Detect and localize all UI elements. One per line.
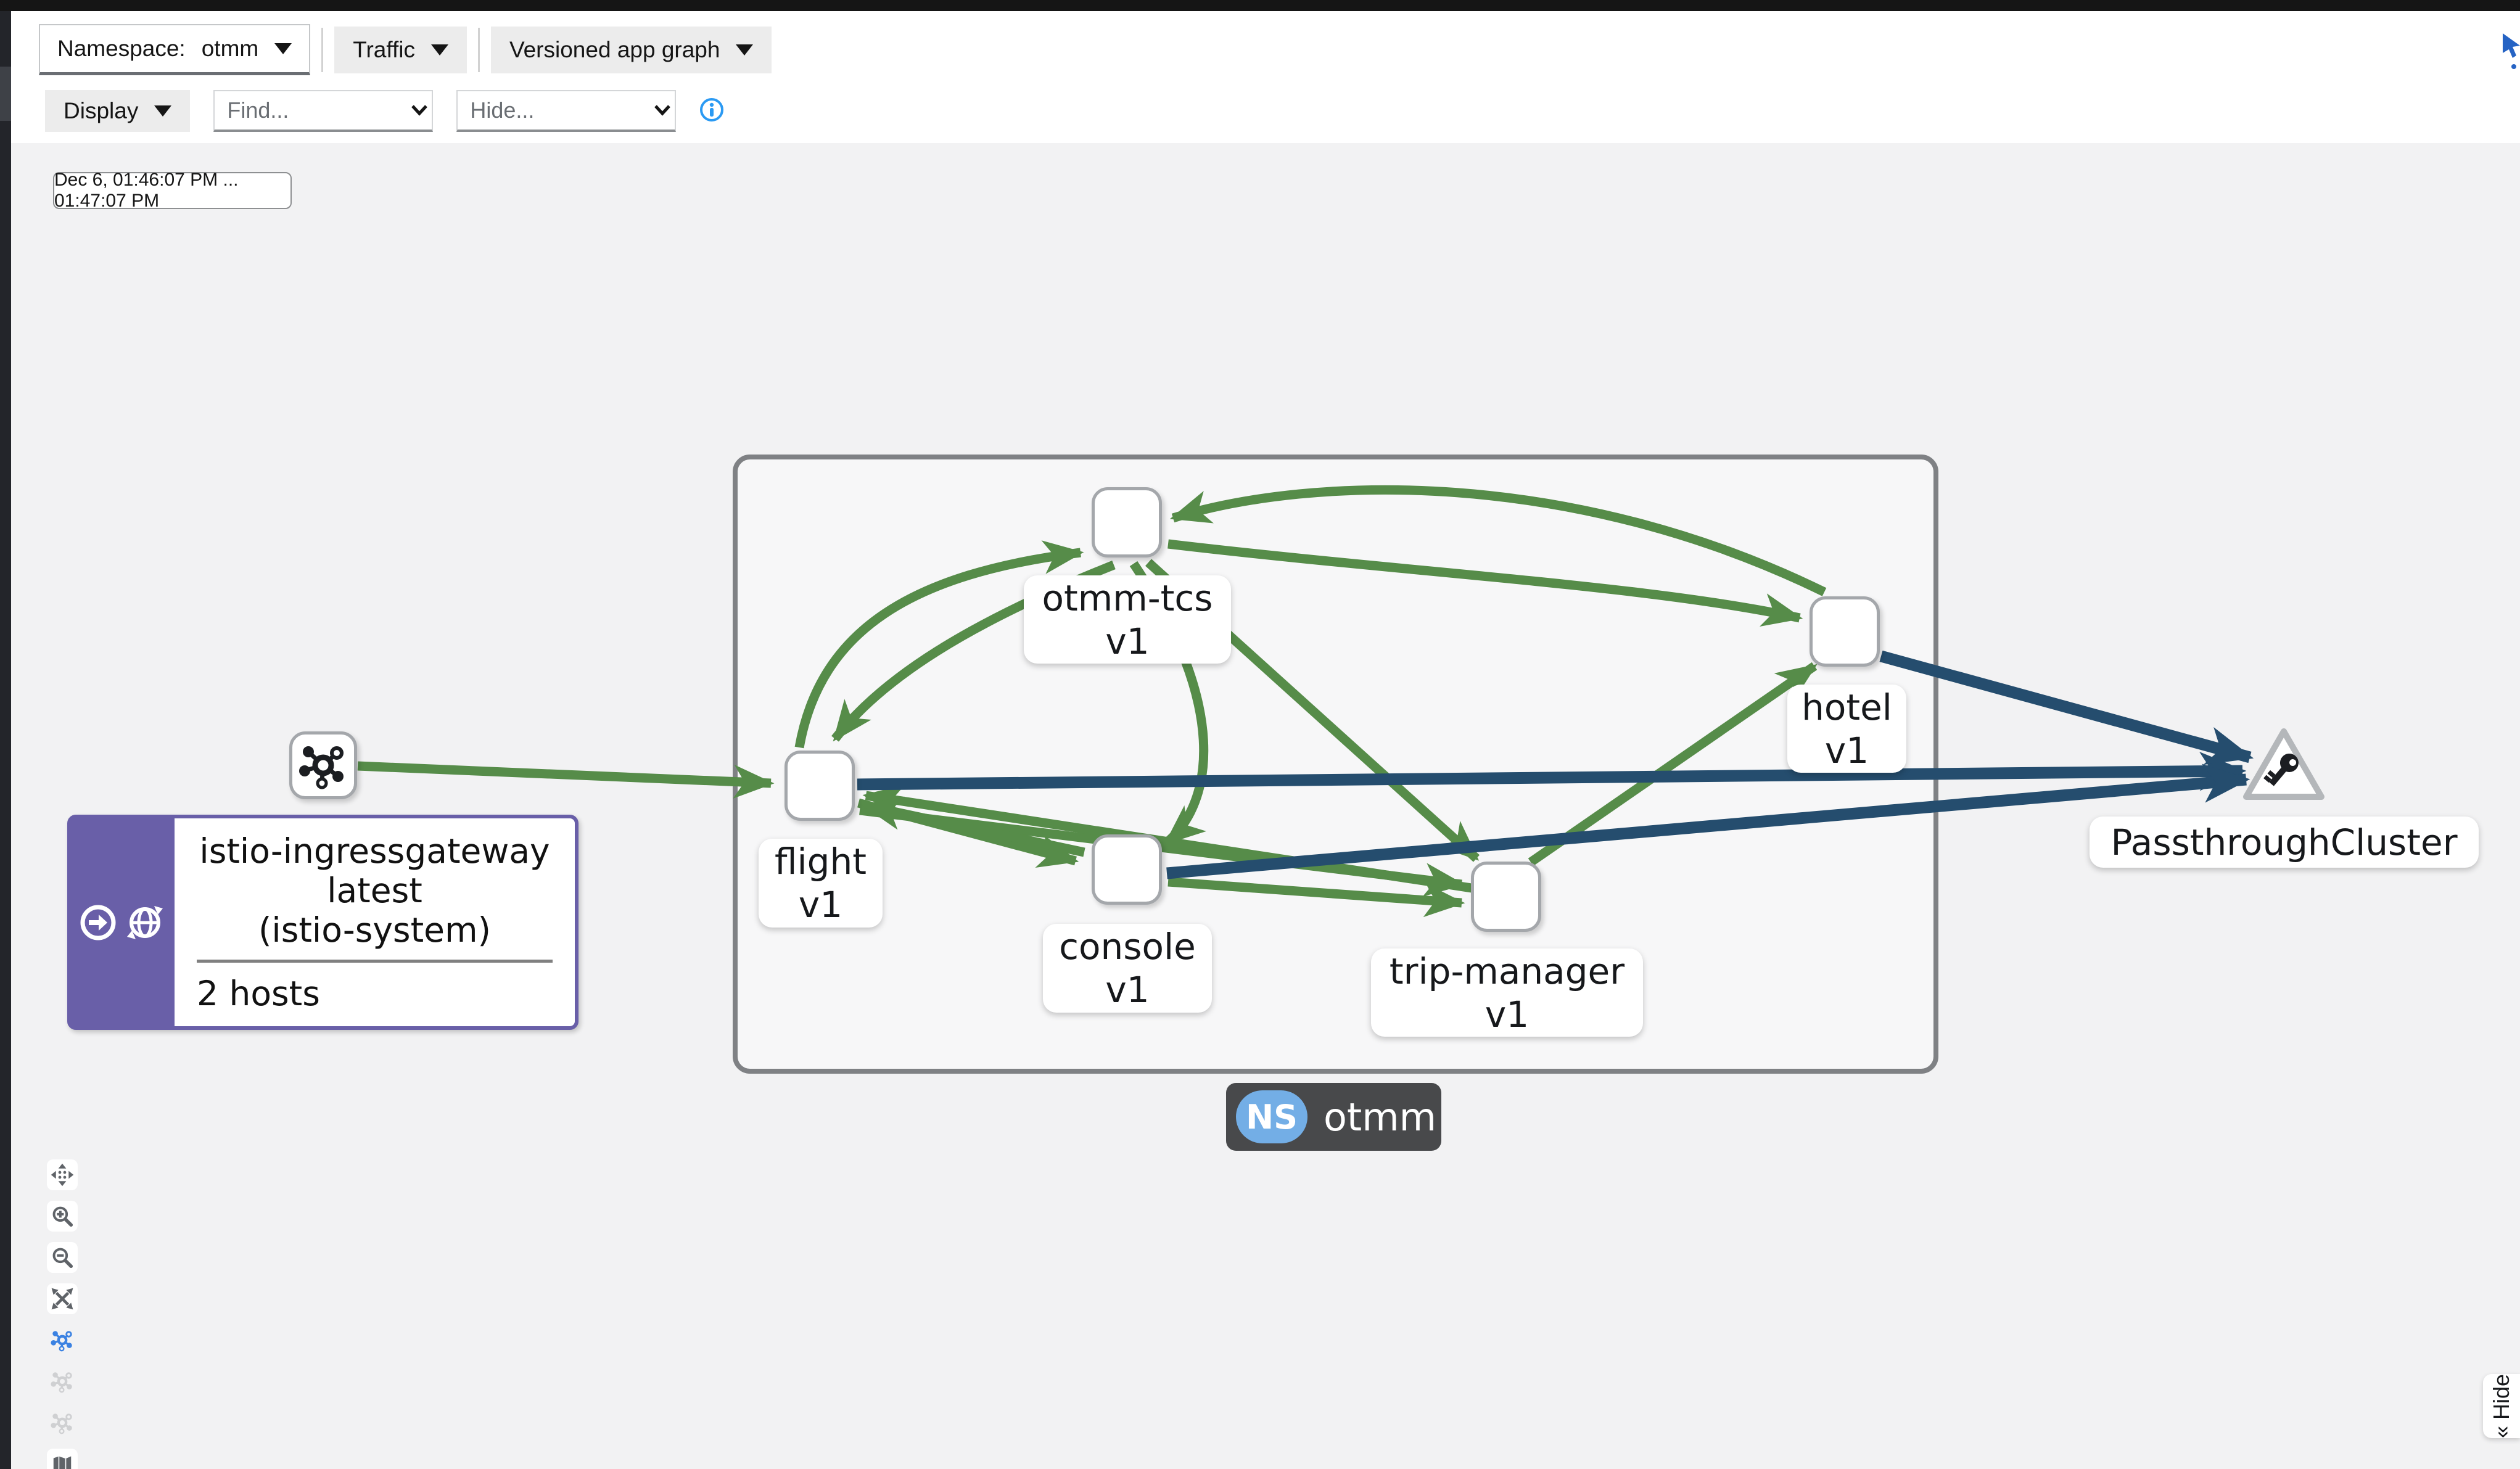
legend-button[interactable] <box>47 1449 78 1469</box>
edge-istio-ingressgateway-to-flight[interactable] <box>357 761 775 799</box>
layout-alt1-button[interactable] <box>47 1366 78 1397</box>
chevron-down-icon <box>736 44 754 56</box>
sidebar-scroll-thumb[interactable] <box>0 67 11 121</box>
graph-type-dropdown[interactable]: Versioned app graph <box>490 26 772 73</box>
edge-hotel-to-PassthroughCluster[interactable] <box>1879 650 2254 765</box>
node-label-line: otmm-tcs <box>1042 577 1213 619</box>
fit-to-screen-button[interactable] <box>47 1283 78 1314</box>
find-options-chevron-icon[interactable] <box>407 90 434 132</box>
graph-toolbar: Namespace: otmm Traffic Versioned app gr… <box>11 11 2520 143</box>
node-label-line: flight <box>775 841 867 883</box>
info-icon[interactable] <box>699 97 724 125</box>
gateway-card-divider <box>197 960 553 963</box>
ns-pill: NS <box>1236 1090 1307 1143</box>
chevron-down-icon <box>274 43 292 54</box>
namespace-name: otmm <box>1324 1094 1437 1140</box>
gateway-node-card[interactable]: istio-ingressgateway latest (istio-syste… <box>67 815 579 1030</box>
node-passthrough-cluster[interactable] <box>2239 725 2329 809</box>
edge-trip-manager-to-hotel[interactable] <box>1528 662 1818 866</box>
edge-hotel-to-otmm-tcs[interactable] <box>1169 485 1827 596</box>
edge-flight-to-otmm-tcs[interactable] <box>794 540 1084 749</box>
edge-flight-to-PassthroughCluster[interactable] <box>857 752 2247 791</box>
gateway-card-hosts: 2 hosts <box>197 974 320 1013</box>
collapsed-sidebar[interactable] <box>0 11 11 1469</box>
node-label-PassthroughCluster[interactable]: PassthroughCluster <box>2090 817 2479 868</box>
chevron-down-icon <box>154 105 172 117</box>
node-label-line: v1 <box>1484 993 1530 1035</box>
window-top-bar <box>0 0 2520 11</box>
edge-trip-manager-to-flight[interactable] <box>862 784 1473 893</box>
node-otmm-tcs[interactable] <box>1092 487 1162 558</box>
namespace-select[interactable]: Namespace: otmm <box>39 24 311 75</box>
node-trip-manager[interactable] <box>1471 862 1541 932</box>
zoom-in-button[interactable] <box>47 1201 78 1232</box>
display-label: Display <box>64 98 139 123</box>
node-istio-ingressgateway[interactable] <box>289 731 357 799</box>
layout-graph-button[interactable] <box>47 1325 78 1356</box>
traffic-label: Traffic <box>353 36 415 62</box>
hide-panel-label: « Hide <box>2489 1373 2514 1439</box>
edge-console-to-flight[interactable] <box>861 796 1085 857</box>
find-input[interactable] <box>213 90 408 132</box>
graph-type-label: Versioned app graph <box>509 36 720 62</box>
key-icon <box>2263 753 2299 786</box>
node-label-line: v1 <box>1105 620 1150 662</box>
layout-alt2-button[interactable] <box>47 1407 78 1438</box>
namespace-label: Namespace: <box>57 36 186 61</box>
time-range-label: Dec 6, 01:46:07 PM ... 01:47:07 PM <box>54 170 239 211</box>
gateway-card-version: latest <box>327 871 422 910</box>
namespace-badge: NS otmm <box>1226 1083 1441 1151</box>
gateway-card-namespace: (istio-system) <box>258 910 492 950</box>
traffic-dropdown[interactable]: Traffic <box>334 26 467 73</box>
node-label-line: v1 <box>798 884 843 926</box>
hide-panel-tab[interactable]: « Hide <box>2483 1374 2520 1438</box>
mouse-cursor <box>2503 33 2520 69</box>
hide-field-group <box>456 90 677 132</box>
graph-controls <box>47 1159 78 1469</box>
pan-button[interactable] <box>47 1159 78 1190</box>
node-label-line: hotel <box>1801 686 1892 728</box>
edge-otmm-tcs-to-hotel[interactable] <box>1167 539 1803 627</box>
display-dropdown[interactable]: Display <box>45 90 191 132</box>
node-console[interactable] <box>1092 834 1162 905</box>
gateway-card-badge-strip <box>71 818 175 1026</box>
toolbar-divider <box>321 27 324 72</box>
toolbar-divider <box>477 27 480 72</box>
node-label-line: v1 <box>1824 729 1869 772</box>
node-label-line: trip-manager <box>1389 950 1625 992</box>
time-range-badge: Dec 6, 01:46:07 PM ... 01:47:07 PM <box>53 170 292 211</box>
edge-console-to-PassthroughCluster[interactable] <box>1166 763 2250 879</box>
namespace-value: otmm <box>201 36 259 61</box>
node-hotel[interactable] <box>1810 596 1880 667</box>
gateway-card-title: istio-ingressgateway <box>199 831 550 871</box>
gateway-globe-icon <box>127 905 163 939</box>
gateway-mesh-icon <box>299 746 344 789</box>
node-label-line: PassthroughCluster <box>2110 821 2458 863</box>
node-label-line: v1 <box>1105 969 1150 1011</box>
node-label-line: console <box>1059 926 1196 968</box>
edge-console-to-trip-manager[interactable] <box>1167 877 1465 918</box>
chevron-down-icon <box>430 44 448 56</box>
arrow-in-circle-icon <box>80 905 116 940</box>
zoom-out-button[interactable] <box>47 1242 78 1273</box>
node-flight[interactable] <box>784 751 855 821</box>
hide-options-chevron-icon[interactable] <box>650 90 677 132</box>
hide-input[interactable] <box>456 90 651 132</box>
find-field-group <box>213 90 434 132</box>
